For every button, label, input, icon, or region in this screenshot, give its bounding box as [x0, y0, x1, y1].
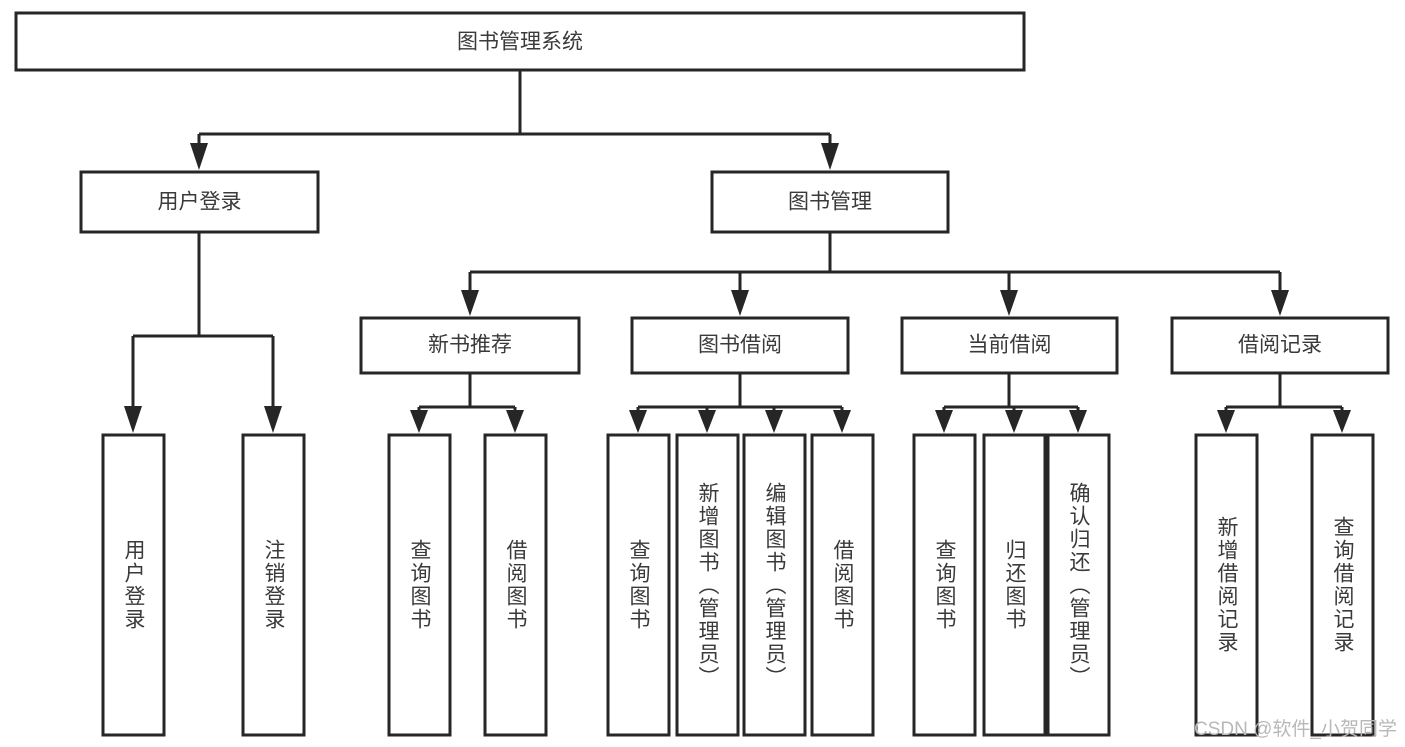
arrow-head-new-book-recommend — [461, 290, 479, 316]
arrow-head-borrow-record — [1271, 290, 1289, 316]
node-group: 图书管理系统 用户登录 图书管理 新书推荐 图书借阅 当前借阅 借阅记录 — [14, 11, 1390, 737]
arrow-head-leaf-borrow-book-1 — [506, 410, 524, 433]
arrow-head-book-borrow — [731, 290, 749, 316]
arrow-head-book-manage — [821, 143, 839, 170]
node-leaf-return-book-box[interactable] — [982, 433, 1047, 737]
node-leaf-user-login-box[interactable] — [101, 433, 166, 737]
arrow-head-leaf-query-book-1 — [410, 410, 428, 433]
node-user-login-box[interactable] — [79, 170, 320, 234]
node-book-borrow-box[interactable] — [630, 316, 850, 375]
arrow-head-user-login — [190, 143, 208, 170]
node-leaf-add-book-box[interactable] — [675, 433, 740, 737]
node-new-book-recommend-label: 新书推荐 — [428, 334, 512, 357]
arrow-head-leaf-confirm-return — [1069, 410, 1087, 433]
node-book-manage-label: 图书管理 — [788, 191, 872, 214]
node-new-book-recommend-box[interactable] — [359, 316, 581, 375]
node-leaf-query-book-2-box[interactable] — [606, 433, 671, 737]
arrow-head-leaf-query-book-2 — [629, 410, 647, 433]
node-leaf-query-book-1-box[interactable] — [387, 433, 452, 737]
arrow-head-leaf-query-book-3 — [935, 410, 953, 433]
arrow-head-leaf-return-book — [1005, 410, 1023, 433]
node-leaf-borrow-book-2-box[interactable] — [810, 433, 875, 737]
node-root-box[interactable] — [14, 11, 1026, 72]
node-current-borrow-box[interactable] — [900, 316, 1119, 375]
node-leaf-confirm-return-box[interactable] — [1046, 433, 1111, 737]
arrow-head-leaf-add-book — [698, 410, 716, 433]
arrow-head-current-borrow — [1000, 290, 1018, 316]
node-borrow-record-box[interactable] — [1170, 316, 1390, 375]
arrow-head-leaf-borrow-book-2 — [833, 410, 851, 433]
node-leaf-query-record-box[interactable] — [1310, 433, 1375, 737]
arrow-head-leaf-logout — [264, 406, 282, 433]
node-leaf-add-record-box[interactable] — [1194, 433, 1259, 737]
node-user-login-label: 用户登录 — [158, 191, 242, 214]
arrow-head-leaf-add-record — [1217, 410, 1235, 433]
node-leaf-borrow-book-1-box[interactable] — [483, 433, 548, 737]
node-leaf-logout-box[interactable] — [241, 433, 306, 737]
node-borrow-record-label: 借阅记录 — [1238, 334, 1322, 357]
arrow-head-leaf-query-record — [1333, 410, 1351, 433]
node-current-borrow-label: 当前借阅 — [968, 334, 1052, 357]
node-root-label: 图书管理系统 — [457, 31, 583, 54]
arrow-head-leaf-edit-book — [765, 410, 783, 433]
node-leaf-edit-book-box[interactable] — [742, 433, 807, 737]
csdn-watermark: CSDN @软件_小贺同学 — [1194, 719, 1397, 740]
node-leaf-query-book-3-box[interactable] — [912, 433, 977, 737]
node-book-manage-box[interactable] — [710, 170, 950, 234]
node-book-borrow-label: 图书借阅 — [698, 334, 782, 357]
connector-group — [124, 70, 1351, 433]
arrow-head-leaf-user-login — [124, 406, 142, 433]
